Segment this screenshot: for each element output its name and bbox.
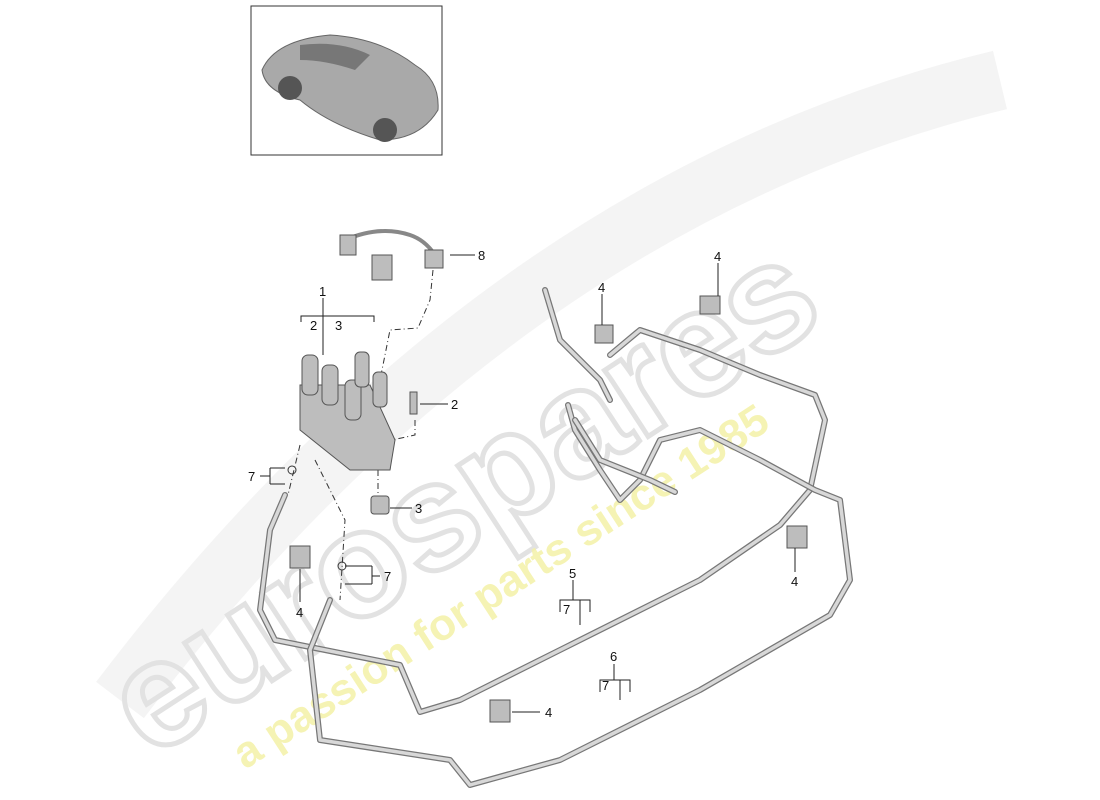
callout-2[interactable]: 2 <box>451 397 458 412</box>
callout-8[interactable]: 8 <box>478 248 485 263</box>
callout-5-sub-7[interactable]: 7 <box>563 602 570 617</box>
bolt <box>409 391 418 415</box>
callout-6-sub-7[interactable]: 7 <box>602 678 609 693</box>
pipe-clip <box>289 545 311 569</box>
pipe-clip <box>489 699 511 723</box>
connector <box>370 495 390 515</box>
callout-7-left[interactable]: 7 <box>248 469 255 484</box>
wiring-harness <box>339 229 444 281</box>
callout-7-mid[interactable]: 7 <box>384 569 391 584</box>
seal-ring <box>287 465 297 475</box>
car-thumbnail[interactable] <box>250 5 443 156</box>
pipe-clip <box>594 324 614 344</box>
callout-1[interactable]: 1 <box>319 284 326 299</box>
callout-4-b[interactable]: 4 <box>598 280 605 295</box>
callout-4-c[interactable]: 4 <box>714 249 721 264</box>
callout-4-e[interactable]: 4 <box>545 705 552 720</box>
pipe-clip <box>786 525 808 549</box>
watermark: eurospares a passion for parts since 198… <box>73 50 1008 789</box>
callout-leaders <box>260 254 796 713</box>
callout-4-a[interactable]: 4 <box>296 605 303 620</box>
callout-1-sub-3[interactable]: 3 <box>335 318 342 333</box>
callout-6[interactable]: 6 <box>610 649 617 664</box>
callout-1-sub-2[interactable]: 2 <box>310 318 317 333</box>
brake-lines <box>257 287 853 788</box>
callout-5[interactable]: 5 <box>569 566 576 581</box>
callout-3[interactable]: 3 <box>415 501 422 516</box>
valve-block <box>299 351 396 471</box>
car-overview-icon <box>261 34 439 142</box>
pipe-clip <box>699 295 721 315</box>
callout-4-d[interactable]: 4 <box>791 574 798 589</box>
